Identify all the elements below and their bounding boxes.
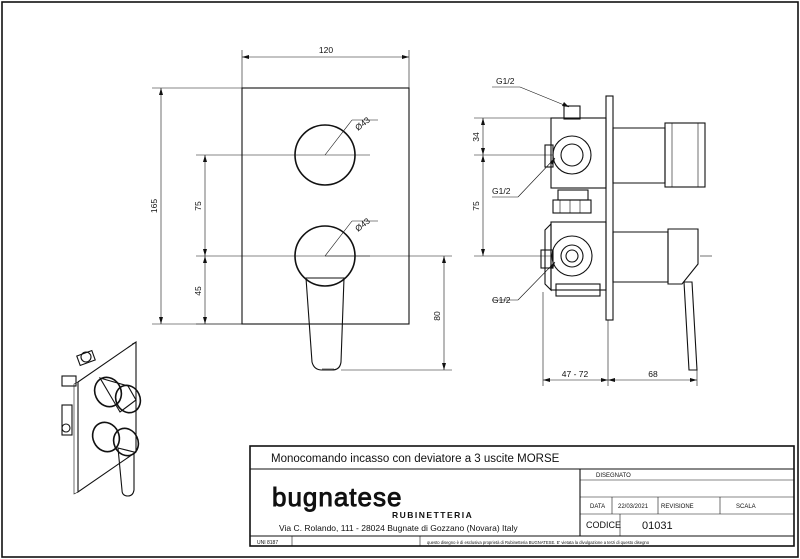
codice-label: CODICE (586, 520, 621, 530)
data-value: 22/03/2021 (618, 504, 649, 510)
drawing-title: Monocomando incasso con deviatore a 3 us… (271, 453, 560, 465)
lever-handle (305, 277, 345, 371)
front-dimensions: 120 165 75 45 80 Ø43 Ø43 (149, 45, 452, 371)
callout-g-mid: G1/2 (492, 186, 511, 196)
scala-label: SCALA (736, 504, 756, 510)
dim-width: 120 (319, 45, 333, 55)
brand-subtitle: RUBINETTERIA (392, 510, 473, 520)
dim-dia-top: Ø43 (353, 115, 372, 133)
cover-plate (241, 87, 410, 325)
dim-lever-length: 80 (432, 311, 442, 321)
side-wall-plate (605, 95, 614, 321)
revisione-label: REVISIONE (661, 504, 694, 510)
codice-value: 01031 (642, 520, 673, 532)
dim-side-top: 34 (471, 132, 481, 142)
data-label: DATA (590, 504, 605, 510)
side-dimensions: 34 75 47 - 72 68 G1/2 G1/2 G1/2 (471, 76, 698, 386)
side-view (540, 95, 712, 371)
norm-label: UNI 8187 (257, 540, 278, 546)
isometric-view (61, 340, 142, 497)
callout-g-bottom: G1/2 (492, 295, 511, 305)
dim-dia-bottom: Ø43 (353, 216, 372, 234)
dim-depth-handle: 68 (648, 369, 658, 379)
disegnato-label: DISEGNATO (596, 473, 631, 479)
dim-depth-range: 47 - 72 (562, 369, 589, 379)
dim-knob-spacing: 75 (193, 201, 203, 211)
iso-plate (77, 340, 137, 494)
dim-lower-offset: 45 (193, 286, 203, 296)
front-view (241, 87, 410, 371)
title-block: Monocomando incasso con deviatore a 3 us… (249, 445, 795, 547)
disclaimer-text: questo disegno è di esclusiva proprietà … (427, 540, 650, 545)
dim-side-spacing: 75 (471, 201, 481, 211)
dim-height: 165 (149, 199, 159, 213)
brand-logo: bugnatese (272, 482, 402, 512)
callout-g-top: G1/2 (496, 76, 515, 86)
company-address: Via C. Rolando, 111 - 28024 Bugnate di G… (279, 523, 518, 533)
